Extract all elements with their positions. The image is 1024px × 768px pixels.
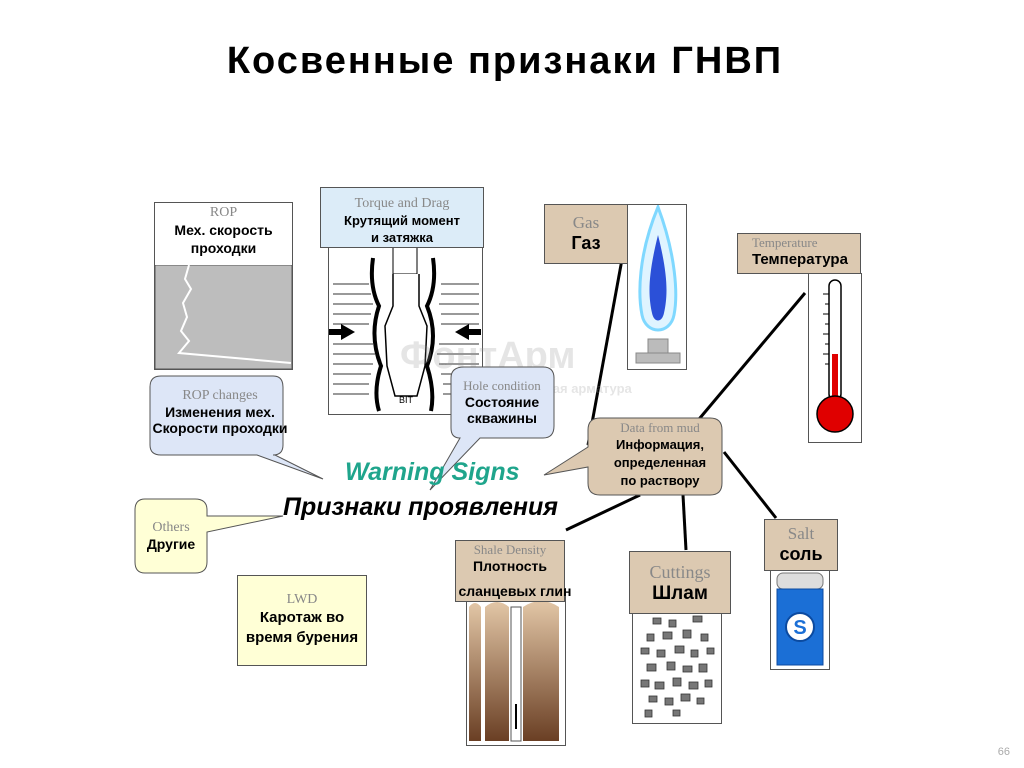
wellbore-drag-icon: BIT [329, 245, 481, 412]
mud-ru-line2: определенная [613, 455, 707, 470]
shale-panel [466, 588, 566, 746]
shale-ru-line1: Плотность [473, 558, 547, 574]
salt-panel: S [770, 568, 830, 670]
gas-en-label: Gas [572, 213, 600, 232]
gas-ru-label: Газ [571, 233, 601, 253]
temperature-label-box: Temperature Температура [737, 233, 861, 274]
gas-connector [586, 231, 629, 446]
bit-label: BIT [399, 395, 414, 405]
page-title: Косвенные признаки ГНВП [226, 40, 784, 82]
others-en-label: Others [152, 520, 190, 535]
others-callout-shape [134, 498, 284, 574]
lwd-ru-line1: Каротаж во [259, 609, 345, 626]
temperature-en-label: Temperature [752, 235, 818, 250]
thermometer-panel [808, 273, 862, 443]
cuttings-en-label: Cuttings [649, 562, 711, 582]
shale-label-box: Shale Density Плотность [455, 540, 565, 602]
salt-ru-label: соль [779, 544, 823, 564]
others-ru-label: Другие [146, 536, 196, 552]
shale-connector [565, 493, 641, 532]
rop-changes-en-label: ROP changes [182, 388, 258, 403]
data-from-mud-callout: Data from mud Информация, определенная п… [595, 420, 725, 490]
mud-ru-line3: по раствору [620, 473, 700, 488]
salt-shaker-icon: S [776, 572, 824, 666]
others-callout: Others Другие [135, 520, 207, 552]
lwd-ru-line2: время бурения [245, 629, 359, 646]
gas-flame-icon [635, 202, 681, 364]
hole-en-label: Hole condition [463, 378, 541, 393]
hole-callout-shape [429, 366, 555, 491]
shale-ru-line2: сланцевых глин [458, 583, 572, 599]
shale-core-icon [469, 601, 559, 742]
warning-signs-label: Warning Signs [345, 458, 520, 486]
rop-chart-icon [155, 265, 292, 369]
cuttings-ru-label: Шлам [652, 583, 708, 604]
gas-label-box: Gas Газ [544, 204, 628, 264]
rop-en-label: ROP [209, 205, 238, 220]
shale-en-label: Shale Density [473, 542, 547, 557]
cuttings-icon [640, 615, 715, 718]
thermometer-icon [816, 279, 854, 433]
torque-ru-line2: и затяжка [370, 230, 434, 245]
temperature-ru-label: Температура [752, 251, 848, 268]
temperature-connector [682, 292, 807, 438]
hole-ru-line2: скважины [467, 410, 537, 426]
rop-changes-callout-shape [149, 375, 324, 480]
lwd-box: LWD Каротаж во время бурения [237, 575, 367, 666]
lwd-en-label: LWD [286, 592, 318, 607]
rop-ru-line1: Мех. скорость [174, 222, 273, 238]
hole-ru-line1: Состояние [464, 394, 540, 410]
mud-ru-line1: Информация, [616, 437, 704, 452]
rop-panel: ROP Мех. скорость проходки [154, 202, 293, 370]
torque-ru-line1: Крутящий момент [344, 213, 460, 228]
salt-connector [722, 451, 778, 519]
rop-changes-ru-line2: Скорости проходки [152, 420, 288, 436]
mud-en-label: Data from mud [620, 420, 700, 435]
rop-ru-line2: проходки [190, 240, 257, 256]
torque-drag-panel: BIT [328, 245, 483, 415]
torque-en-label: Torque and Drag [354, 196, 450, 211]
rop-changes-callout: ROP changes Изменения мех. Скорости прох… [140, 388, 300, 436]
gas-flame-panel [627, 202, 687, 370]
hole-condition-callout: Hole condition Состояние скважины [452, 378, 552, 426]
torque-label-box: Torque and Drag Крутящий момент и затяжк… [320, 187, 484, 248]
cuttings-connector [681, 494, 688, 551]
rop-changes-ru-line1: Изменения мех. [165, 404, 275, 420]
cuttings-panel [632, 609, 722, 724]
mud-callout-shape [543, 417, 723, 496]
warning-signs-ru-label: Признаки проявления [283, 493, 559, 521]
salt-can-letter: S [793, 617, 806, 639]
page-number: 66 [997, 746, 1010, 758]
salt-label-box: Salt соль [764, 519, 838, 571]
cuttings-label-box: Cuttings Шлам [629, 551, 731, 614]
salt-en-label: Salt [787, 524, 815, 543]
